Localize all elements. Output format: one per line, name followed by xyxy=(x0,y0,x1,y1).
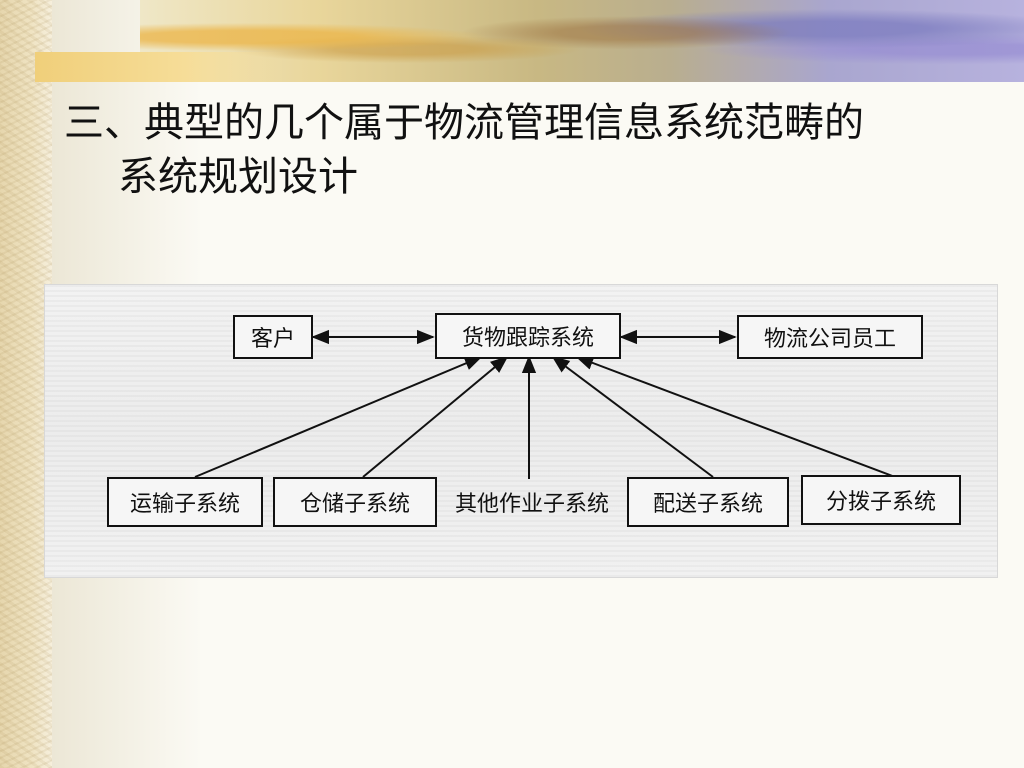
node-other-subsystem: 其他作业子系统 xyxy=(454,492,609,517)
diagram-connectors xyxy=(194,329,896,479)
left-texture-strip xyxy=(0,0,52,768)
arrow-transport-tracking xyxy=(194,356,483,478)
node-transport-subsystem: 运输子系统 xyxy=(107,477,263,527)
top-accent-band xyxy=(35,52,285,82)
arrow-distribution-tracking xyxy=(575,355,896,478)
top-decorative-banner xyxy=(140,0,1024,82)
node-customer: 客户 xyxy=(233,315,313,359)
arrow-delivery-tracking xyxy=(551,355,714,478)
tracking-system-diagram: 客户 货物跟踪系统 物流公司员工 运输子系统 仓储子系统 其他作业子系统 配送子… xyxy=(44,284,998,578)
slide-title-line1: 三、典型的几个属于物流管理信息系统范畴的 xyxy=(64,100,864,146)
node-tracking-system: 货物跟踪系统 xyxy=(435,313,621,359)
node-distribution-subsystem: 分拨子系统 xyxy=(801,475,961,525)
node-warehouse-subsystem: 仓储子系统 xyxy=(273,477,437,527)
node-logistics-staff: 物流公司员工 xyxy=(737,315,923,359)
slide-title: 三、典型的几个属于物流管理信息系统范畴的 系统规划设计 xyxy=(64,96,1004,204)
node-delivery-subsystem: 配送子系统 xyxy=(627,477,789,527)
arrow-warehouse-tracking xyxy=(362,355,509,478)
slide-title-line2: 系统规划设计 xyxy=(118,154,358,200)
